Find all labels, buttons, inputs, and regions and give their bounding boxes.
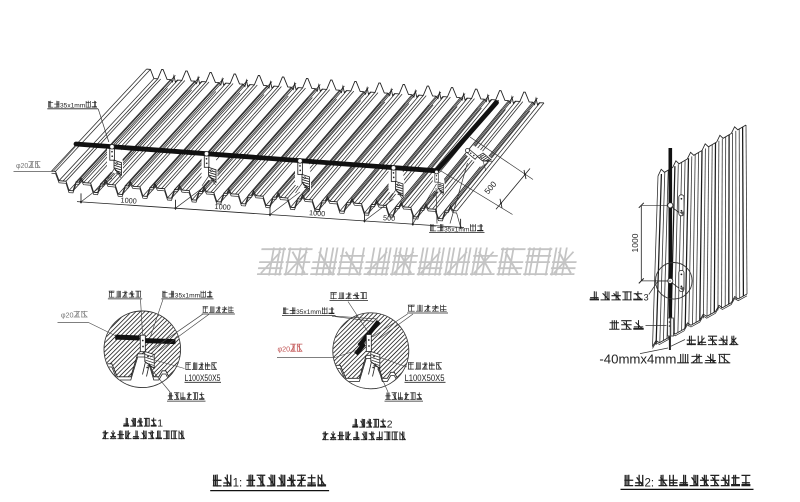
svg-text:1000: 1000 [120, 196, 137, 206]
svg-text:35x1mm: 35x1mm [175, 293, 201, 300]
svg-text:2: 2 [387, 420, 393, 431]
svg-text:1000: 1000 [630, 233, 640, 252]
svg-text:L100X50X5: L100X50X5 [185, 373, 221, 384]
svg-text:35x1mm: 35x1mm [60, 103, 86, 110]
svg-text:1: 1 [157, 419, 163, 430]
svg-text:φ20: φ20 [16, 163, 28, 170]
svg-text:500: 500 [383, 213, 396, 223]
svg-text:φ20: φ20 [278, 345, 291, 354]
svg-text:3: 3 [644, 292, 649, 302]
svg-text:L100X50X5: L100X50X5 [405, 373, 445, 384]
svg-text:35x1mm: 35x1mm [444, 226, 470, 233]
svg-text:1000: 1000 [309, 208, 326, 218]
svg-text:-40mmx4mm: -40mmx4mm [599, 351, 676, 366]
svg-text:35x1mm: 35x1mm [296, 309, 322, 316]
svg-text:2:: 2: [645, 477, 655, 489]
svg-text:1000: 1000 [214, 202, 231, 212]
svg-text:φ20: φ20 [61, 310, 74, 319]
svg-text:1:: 1: [233, 478, 243, 490]
